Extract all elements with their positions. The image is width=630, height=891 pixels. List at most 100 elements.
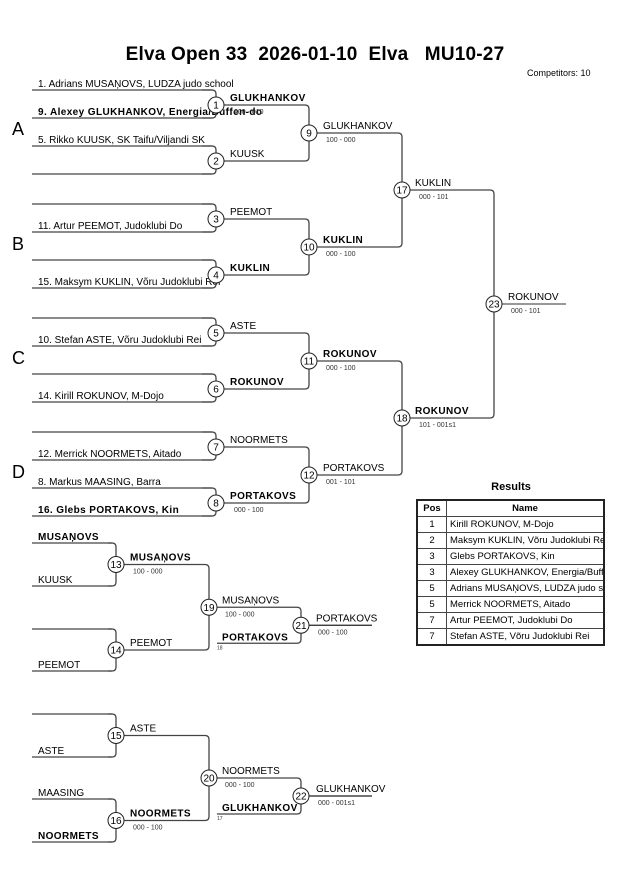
competitors-count: Competitors: 10 bbox=[527, 68, 591, 78]
repechage-match-number: 16 bbox=[110, 816, 122, 827]
match-number: 11 bbox=[304, 357, 315, 368]
repechage-match-number: 15 bbox=[110, 731, 122, 742]
match-number: 18 bbox=[396, 414, 408, 425]
result-position: 1 bbox=[416, 516, 447, 533]
competitor-entry: 10. Stefan ASTE, Võru Judoklubi Rei bbox=[38, 335, 201, 346]
match-score: 100 - 000 bbox=[225, 611, 255, 618]
match-winner: PORTAKOVS bbox=[230, 491, 296, 502]
round3-connector bbox=[317, 132, 403, 248]
match-score: 000 - 100 bbox=[133, 825, 163, 832]
competitor-entry: 16. Glebs PORTAKOVS, Kin bbox=[38, 505, 179, 516]
loser-from-match: 18 bbox=[217, 645, 223, 651]
loser-from-match: 17 bbox=[217, 816, 223, 822]
match-score: 100 - 000 bbox=[133, 569, 163, 576]
repechage-entry: MUSAŅOVS bbox=[38, 532, 99, 543]
match-score: 000 - 101 bbox=[511, 308, 541, 315]
match-winner: KUKLIN bbox=[415, 178, 451, 189]
repechage-entry: NOORMETS bbox=[38, 831, 99, 842]
repechage-winner: MUSAŅOVS bbox=[222, 595, 280, 606]
match-winner: ROKUNOV bbox=[415, 406, 469, 417]
results-header-name: Name bbox=[446, 499, 605, 517]
match-circle bbox=[207, 152, 225, 170]
repechage-match-number: 20 bbox=[203, 774, 215, 785]
result-position: 3 bbox=[416, 548, 447, 565]
bronze-match-circle bbox=[292, 787, 310, 805]
match-winner: ROKUNOV bbox=[230, 377, 284, 388]
repechage-winner: NOORMETS bbox=[222, 766, 280, 777]
result-name: Maksym KUKLIN, Võru Judoklubi Rei bbox=[446, 532, 605, 549]
match-circle bbox=[207, 494, 225, 512]
result-name: Kirill ROKUNOV, M-Dojo bbox=[446, 516, 605, 533]
result-name: Adrians MUSAŅOVS, LUDZA judo school bbox=[446, 580, 605, 597]
match-number: 9 bbox=[306, 129, 312, 140]
competitor-entry: 14. Kirill ROKUNOV, M-Dojo bbox=[38, 391, 164, 402]
match-winner: GLUKHANKOV bbox=[230, 93, 306, 104]
match-winner: ROKUNOV bbox=[323, 349, 377, 360]
round3-connector bbox=[317, 360, 403, 476]
match-number: 7 bbox=[213, 443, 219, 454]
repechage-entry: ASTE bbox=[38, 746, 64, 757]
results-title: Results bbox=[491, 481, 531, 493]
match-winner: NOORMETS bbox=[230, 435, 288, 446]
match-winner: PEEMOT bbox=[230, 207, 272, 218]
match-score: 000 - 100 bbox=[318, 629, 348, 636]
pool-label: D bbox=[12, 462, 25, 482]
match-circle bbox=[300, 352, 318, 370]
match-number: 8 bbox=[213, 499, 219, 510]
match-circle bbox=[207, 266, 225, 284]
match-circle bbox=[300, 466, 318, 484]
repechage-match-number: 13 bbox=[110, 560, 122, 571]
final-winner: ROKUNOV bbox=[508, 292, 559, 303]
result-position: 5 bbox=[416, 580, 447, 597]
match-number: 4 bbox=[213, 271, 219, 282]
semifinal-loser: GLUKHANKOV bbox=[222, 803, 298, 814]
competitor-entry: 8. Markus MAASING, Barra bbox=[38, 477, 161, 488]
match-circle bbox=[393, 409, 411, 427]
match-score: 100 - 000 bbox=[326, 137, 356, 144]
repechage-entry: MAASING bbox=[38, 788, 84, 799]
pool-label: C bbox=[12, 348, 25, 368]
match-circle bbox=[300, 238, 318, 256]
competitor-entry: 11. Artur PEEMOT, Judoklubi Do bbox=[38, 221, 183, 232]
match-circle bbox=[207, 96, 225, 114]
match-circle bbox=[207, 380, 225, 398]
match-winner: GLUKHANKOV bbox=[323, 121, 393, 132]
result-position: 3 bbox=[416, 564, 447, 581]
bronze-match-circle bbox=[292, 616, 310, 634]
repechage-match-number: 14 bbox=[110, 646, 122, 657]
repechage-match-circle bbox=[107, 641, 125, 659]
match-score: 000 - 100 bbox=[326, 251, 356, 258]
match-score: 000 - 100 bbox=[326, 365, 356, 372]
result-name: Merrick NOORMETS, Aitado bbox=[446, 596, 605, 613]
match-winner: KUUSK bbox=[230, 149, 265, 160]
match-score: 000 - 100 bbox=[234, 507, 264, 514]
results-header-pos: Pos bbox=[416, 499, 447, 517]
repechage-winner: MUSAŅOVS bbox=[130, 553, 191, 564]
result-name: Artur PEEMOT, Judoklubi Do bbox=[446, 612, 605, 629]
match-number: 2 bbox=[213, 157, 219, 168]
match-winner: ASTE bbox=[230, 321, 256, 332]
match-score: 000 - 001s1 bbox=[318, 800, 355, 807]
match-number: 17 bbox=[396, 186, 408, 197]
repechage-match-circle bbox=[107, 556, 125, 573]
final-connector bbox=[410, 189, 495, 419]
competitor-entry: 9. Alexey GLUKHANKOV, Energia/Buffen-do bbox=[38, 107, 262, 118]
repechage-match-circle bbox=[200, 769, 218, 787]
results-header-row: Pos Name bbox=[416, 499, 605, 517]
match-circle bbox=[485, 295, 503, 313]
match-winner: PORTAKOVS bbox=[323, 463, 385, 474]
competitor-entry: 12. Merrick NOORMETS, Aitado bbox=[38, 449, 182, 460]
match-number: 10 bbox=[303, 243, 315, 254]
match-winner: KUKLIN bbox=[230, 263, 270, 274]
bronze-match-number: 21 bbox=[295, 621, 307, 632]
competitor-entry: 15. Maksym KUKLIN, Võru Judoklubi Rei bbox=[38, 277, 220, 288]
result-position: 7 bbox=[416, 628, 447, 646]
repechage-match-circle bbox=[107, 812, 125, 829]
